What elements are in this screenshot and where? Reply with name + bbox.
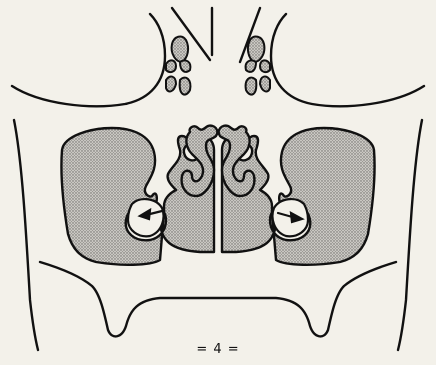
ethmoid-cell-left-low2 xyxy=(180,78,191,95)
ethmoid-cell-left-low xyxy=(166,77,176,92)
ethmoid-cell-left-top xyxy=(172,37,188,62)
ethmoid-cell-right-mid xyxy=(260,60,270,72)
page-number: = 4 = xyxy=(0,342,436,357)
ethmoid-cell-left-mid xyxy=(166,60,176,72)
ethmoid-cell-right-low2 xyxy=(246,78,257,95)
palate-outline xyxy=(40,262,396,336)
left-skull-side xyxy=(14,120,38,350)
right-sinus-ostium xyxy=(273,199,309,236)
ethmoid-cell-right-low xyxy=(260,77,270,92)
ethmoid-cell-left-mid2 xyxy=(180,60,190,72)
right-orbit-rim xyxy=(271,14,424,106)
left-orbit-rim xyxy=(12,14,165,106)
ethmoid-cell-right-mid2 xyxy=(246,60,256,72)
ethmoid-cell-right-top xyxy=(248,37,264,62)
right-skull-side xyxy=(398,120,422,350)
